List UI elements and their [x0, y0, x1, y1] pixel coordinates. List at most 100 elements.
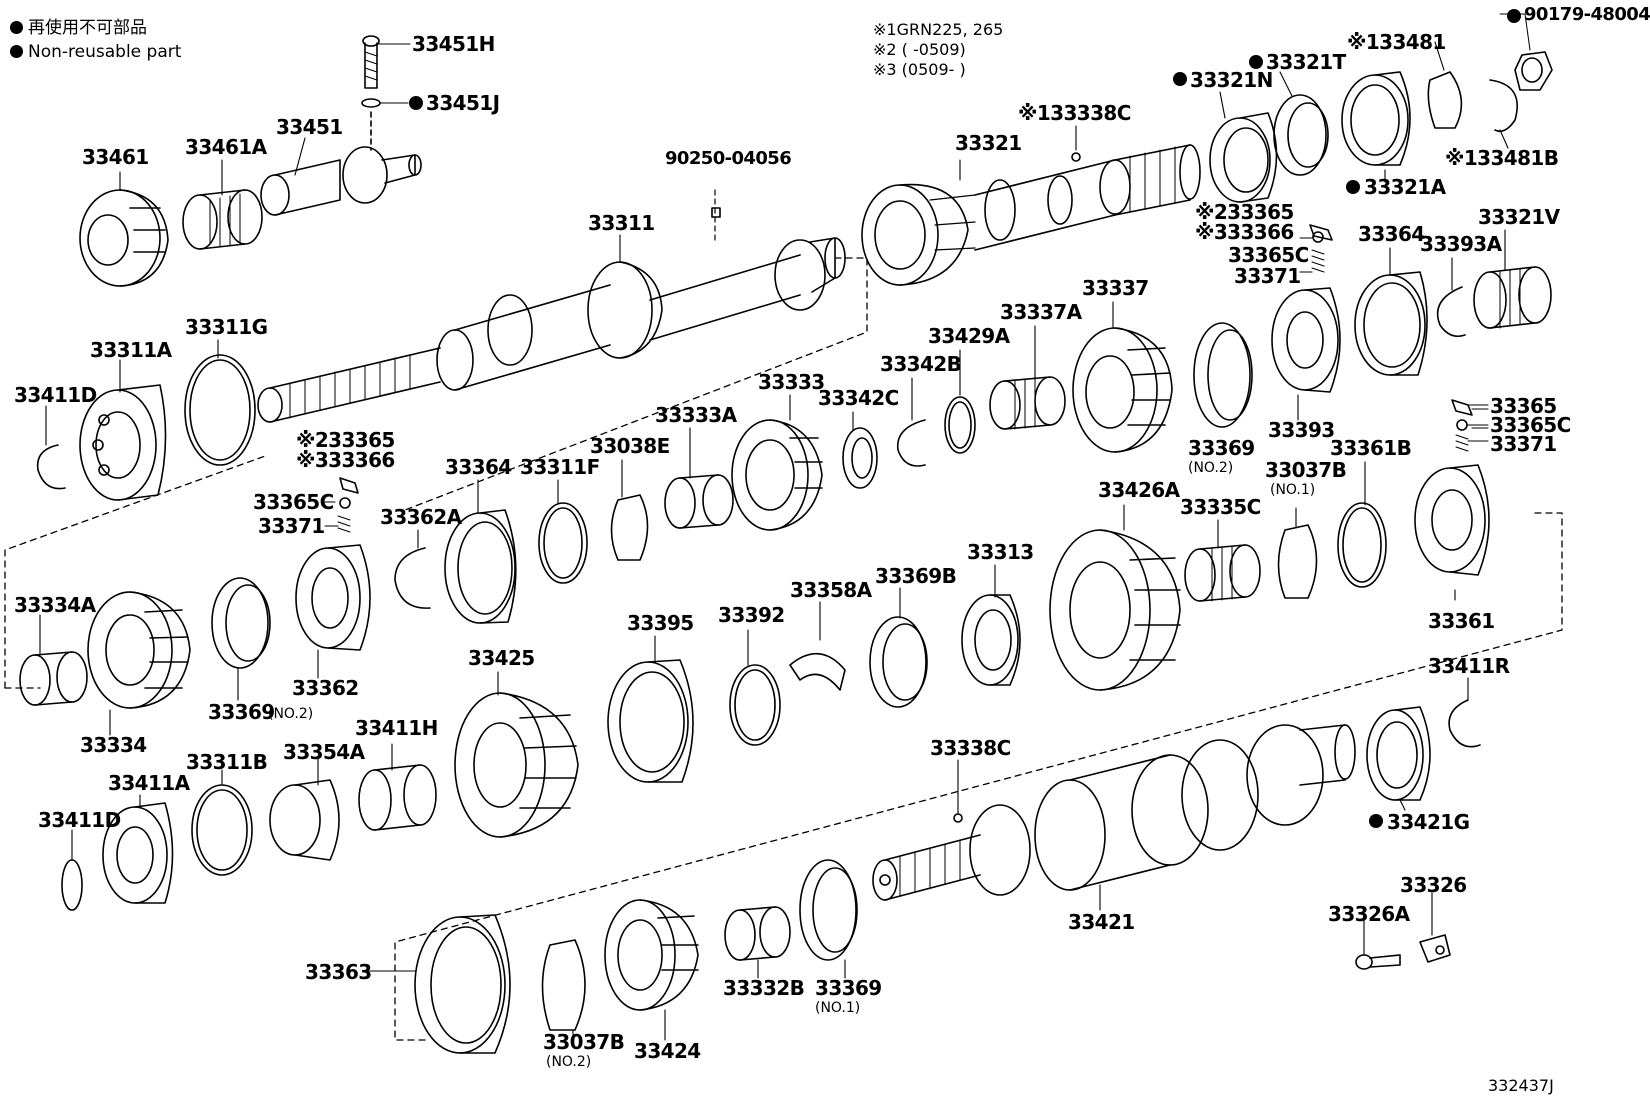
label-33364-middle[interactable]: 33364 [445, 455, 512, 479]
label-33429A[interactable]: 33429A [928, 324, 1010, 348]
fork-33358A [789, 652, 846, 691]
label-33392[interactable]: 33392 [718, 603, 785, 627]
label-33365C-rr[interactable]: 33365C [1490, 413, 1571, 437]
label-33411D-top[interactable]: 33411D [14, 383, 97, 407]
label-33311F[interactable]: 33311F [520, 455, 600, 479]
label-33481B[interactable]: ※133481B [1445, 146, 1559, 170]
bolt-33326A [1355, 954, 1401, 970]
gear-33313 [961, 594, 1021, 686]
label-33342B[interactable]: 33342B [880, 352, 962, 376]
label-33421[interactable]: 33421 [1068, 910, 1135, 934]
label-33337[interactable]: 33337 [1082, 276, 1149, 300]
label-33037B-no1[interactable]: 33037B [1265, 458, 1347, 482]
label-33358A[interactable]: 33358A [790, 578, 872, 602]
ring-33037B-no1 [1277, 524, 1318, 599]
label-33371-right[interactable]: 33371 [1234, 264, 1301, 288]
label-33311A[interactable]: 33311A [90, 338, 172, 362]
label-33313[interactable]: 33313 [967, 540, 1034, 564]
label-90179-48004[interactable]: 90179-48004 [1524, 4, 1650, 25]
bearing-33332B [724, 909, 756, 961]
label-233365-left[interactable]: ※233365 [296, 428, 395, 452]
sync-ring-33369-no1 [799, 859, 857, 961]
bolt-33451H [361, 35, 381, 151]
label-33461A[interactable]: 33461A [185, 135, 267, 159]
label-33338C-top[interactable]: ※133338C [1018, 101, 1131, 125]
label-33321T[interactable]: 33321T [1266, 50, 1346, 74]
lower-dashed-boundary [4, 512, 1563, 1041]
leader-lines [39, 41, 1509, 1041]
label-33311B[interactable]: 33311B [186, 750, 268, 774]
label-33425[interactable]: 33425 [468, 646, 535, 670]
label-33481[interactable]: ※133481 [1347, 30, 1446, 54]
ring-33393A [1436, 286, 1466, 338]
label-33371-left[interactable]: 33371 [258, 514, 325, 538]
label-no1-bottom: (NO.1) [815, 1000, 861, 1016]
label-33335C[interactable]: 33335C [1180, 495, 1261, 519]
snap-ring-33481B [1489, 79, 1518, 133]
label-233365-right[interactable]: ※233365 [1195, 200, 1294, 224]
label-33426A[interactable]: 33426A [1098, 478, 1180, 502]
label-33365-rr[interactable]: 33365 [1490, 394, 1557, 418]
label-33334A[interactable]: 33334A [14, 593, 96, 617]
label-33362A[interactable]: 33362A [380, 505, 462, 529]
label-33364-right[interactable]: 33364 [1358, 222, 1425, 246]
label-333366-left[interactable]: ※333366 [296, 448, 395, 472]
label-33338C-middle[interactable]: 33338C [930, 736, 1011, 760]
label-33451J[interactable]: 33451J [426, 91, 500, 115]
label-33411D-bottom[interactable]: 33411D [38, 808, 121, 832]
shaft-33451 [260, 146, 422, 216]
label-33395[interactable]: 33395 [627, 611, 694, 635]
label-33354A[interactable]: 33354A [283, 740, 365, 764]
gear-33425 [454, 692, 579, 838]
label-33369-no2-left[interactable]: 33369 [208, 700, 275, 724]
label-33361[interactable]: 33361 [1428, 609, 1495, 633]
label-33038E[interactable]: 33038E [590, 434, 670, 458]
label-33037B-no2[interactable]: 33037B [543, 1030, 625, 1054]
label-33451[interactable]: 33451 [276, 115, 343, 139]
label-33393A[interactable]: 33393A [1420, 232, 1502, 256]
label-33332B[interactable]: 33332B [723, 976, 805, 1000]
label-33337A[interactable]: 33337A [1000, 300, 1082, 324]
filled-dot-icon [10, 21, 23, 34]
label-33371-rr[interactable]: 33371 [1490, 432, 1557, 456]
label-33461[interactable]: 33461 [82, 145, 149, 169]
label-33334[interactable]: 33334 [80, 733, 147, 757]
snap-ring-33311G [184, 354, 256, 466]
label-333366-right[interactable]: ※333366 [1195, 220, 1294, 244]
ring-33361B [1337, 502, 1387, 588]
bearing-33321V [1473, 271, 1507, 329]
label-33365C-left[interactable]: 33365C [253, 490, 334, 514]
label-33342C[interactable]: 33342C [818, 386, 899, 410]
label-33363[interactable]: 33363 [305, 960, 372, 984]
label-33393[interactable]: 33393 [1268, 418, 1335, 442]
label-33321V[interactable]: 33321V [1478, 205, 1560, 229]
label-33411H[interactable]: 33411H [355, 716, 438, 740]
label-33369-no1[interactable]: 33369 [815, 976, 882, 1000]
label-33321N[interactable]: 33321N [1190, 68, 1273, 92]
label-33311G[interactable]: 33311G [185, 315, 268, 339]
label-33421G[interactable]: 33421G [1387, 810, 1470, 834]
label-33411R[interactable]: 33411R [1428, 654, 1510, 678]
label-33369-no2-top[interactable]: 33369 [1188, 436, 1255, 460]
label-33369B[interactable]: 33369B [875, 564, 957, 588]
snap-ring-33411R [1448, 699, 1481, 748]
transmission-exploded-diagram [4, 9, 1563, 1054]
label-33321A[interactable]: 33321A [1364, 175, 1446, 199]
sync-ring-33369-no2-left [211, 577, 269, 669]
label-33311[interactable]: 33311 [588, 211, 655, 235]
label-33411A[interactable]: 33411A [108, 771, 190, 795]
label-33451H[interactable]: 33451H [412, 32, 495, 56]
label-33326[interactable]: 33326 [1400, 873, 1467, 897]
gear-33461 [79, 189, 169, 287]
label-33361B[interactable]: 33361B [1330, 436, 1412, 460]
label-33365C-right[interactable]: 33365C [1228, 243, 1309, 267]
snap-ring-33411D [36, 444, 66, 490]
label-33333A[interactable]: 33333A [655, 403, 737, 427]
note-1: ※1GRN225, 265 [873, 20, 1004, 39]
label-33424[interactable]: 33424 [634, 1039, 701, 1063]
label-33326A[interactable]: 33326A [1328, 902, 1410, 926]
label-33362[interactable]: 33362 [292, 676, 359, 700]
label-90250-04056[interactable]: 90250-04056 [665, 148, 792, 169]
label-33321[interactable]: 33321 [955, 131, 1022, 155]
label-33333[interactable]: 33333 [758, 370, 825, 394]
